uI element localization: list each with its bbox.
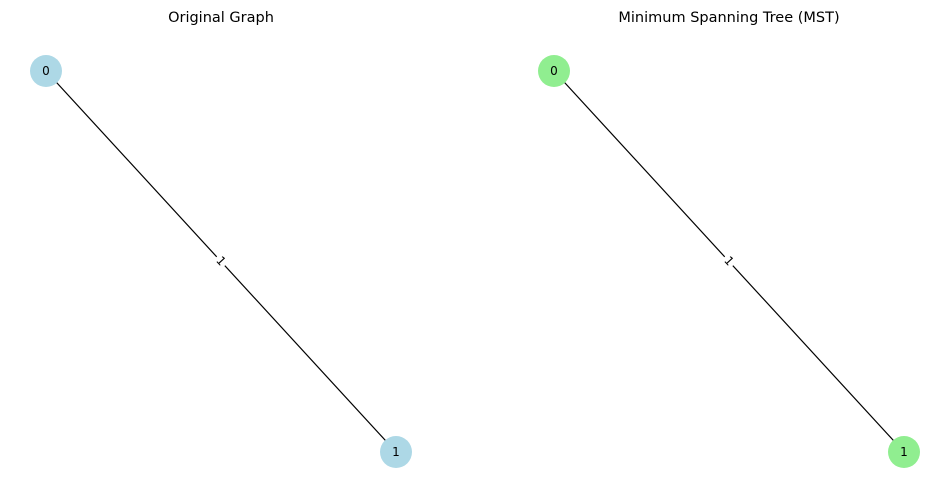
edge-label-background [719, 251, 739, 271]
panel-title: Original Graph [168, 10, 274, 26]
edge-weight-label: 1 [211, 251, 231, 271]
edge-label-background [211, 251, 231, 271]
node-label: 0 [550, 64, 558, 78]
graph-node: 1 [888, 436, 920, 468]
node-circle [888, 436, 920, 468]
panel-title: Minimum Spanning Tree (MST) [618, 10, 839, 26]
edge-weight-label: 1 [719, 251, 739, 271]
node-circle [380, 436, 412, 468]
graph-node: 1 [380, 436, 412, 468]
graph-node: 0 [30, 55, 62, 87]
node-circle [30, 55, 62, 87]
node-label: 1 [900, 445, 908, 459]
node-label: 1 [392, 445, 400, 459]
node-label: 0 [42, 64, 50, 78]
panel-minimum-spanning-tree: Minimum Spanning Tree (MST) 1 0 1 [538, 10, 920, 468]
panel-original-graph: Original Graph 1 0 1 [30, 10, 412, 468]
graph-node: 0 [538, 55, 570, 87]
node-circle [538, 55, 570, 87]
